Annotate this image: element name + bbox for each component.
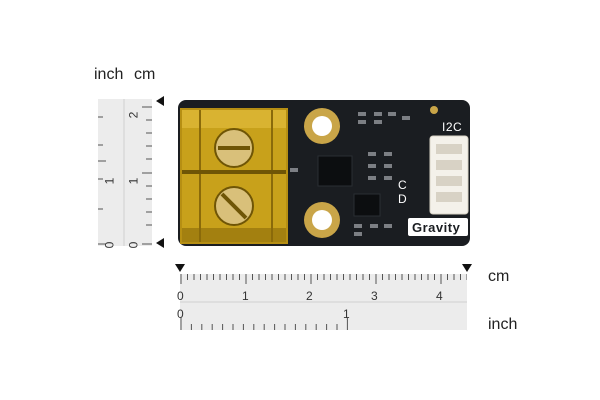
cm-unit-label-top-left: cm [134, 66, 156, 83]
horizontal-ruler-ticks [180, 274, 467, 330]
cm-tick-label: 0 [126, 241, 141, 249]
cm-tick-label: 2 [126, 111, 141, 119]
vertical-ruler [98, 99, 152, 246]
i2c-label: I2C [442, 120, 463, 134]
ruler-marker-icon [175, 264, 185, 272]
cm-tick-label: 2 [306, 289, 313, 303]
cm-tick-label: 4 [436, 289, 443, 303]
c-label: C [398, 178, 408, 192]
ruler-marker-icon [156, 96, 164, 106]
led [430, 106, 438, 114]
inch-tick-label: 0 [177, 307, 184, 321]
gravity-label: Gravity [412, 220, 461, 235]
inch-unit-label-top-left: inch [94, 66, 124, 83]
inch-tick-label: 1 [102, 177, 117, 185]
gravity-label-box [408, 218, 468, 236]
horizontal-ruler [180, 274, 467, 330]
cm-tick-label: 1 [126, 177, 141, 185]
mounting-hole-icon [304, 202, 340, 238]
ruler-marker-icon [462, 264, 472, 272]
ic-chip [317, 155, 353, 187]
screw-terminal-icon [180, 108, 288, 244]
inch-tick-label: 0 [102, 241, 117, 249]
cm-unit-label-bottom: cm [488, 268, 510, 285]
ic-chip [353, 193, 381, 217]
inch-tick-label: 1 [343, 307, 350, 321]
cm-tick-label: 3 [371, 289, 378, 303]
cm-tick-label: 1 [242, 289, 249, 303]
vertical-ruler-ticks [98, 99, 152, 246]
ruler-marker-icon [156, 238, 164, 248]
d-label: D [398, 192, 408, 206]
mounting-hole-icon [304, 108, 340, 144]
inch-unit-label-bottom: inch [488, 316, 518, 333]
sensor-board [178, 100, 470, 246]
cm-tick-label: 0 [177, 289, 184, 303]
